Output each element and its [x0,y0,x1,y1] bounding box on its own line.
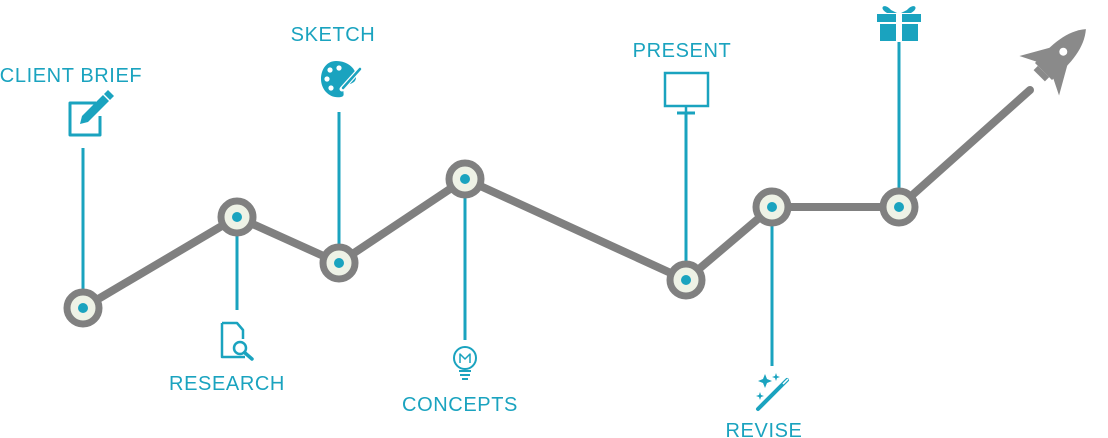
rocket-icon [1019,29,1086,96]
lightbulb-icon [453,346,477,380]
step-label-client-brief: CLIENT BRIEF [0,65,142,87]
node-present [666,260,706,300]
node-launch [879,187,919,227]
node-client-brief [63,288,103,328]
monitor-icon [663,71,710,115]
step-label-revise: REVISE [726,420,803,438]
palette-icon [321,61,363,98]
step-label-present: PRESENT [633,40,732,62]
node-concepts [445,159,485,199]
gift-icon [877,6,921,41]
node-research [217,197,257,237]
step-label-research: RESEARCH [169,373,285,395]
document-search-icon [220,321,254,361]
node-sketch [319,243,359,283]
step-label-concepts: CONCEPTS [402,394,518,416]
pencil-note-icon [68,90,114,137]
step-label-sketch: SKETCH [291,24,376,46]
node-revise [752,187,792,227]
magic-wand-icon [756,373,789,411]
